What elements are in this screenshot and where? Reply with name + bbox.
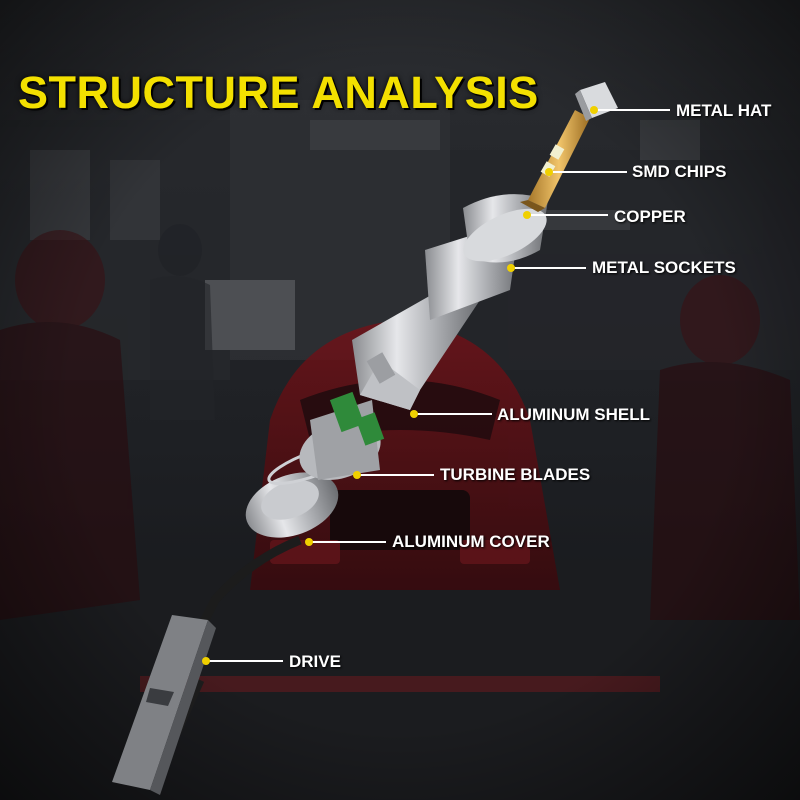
callout-label-smd-chips: SMD CHIPS [632, 162, 727, 181]
callout-dot-metal-sockets [507, 264, 515, 272]
turbine-blades-part [299, 391, 385, 480]
drive-module [112, 615, 216, 795]
callout-label-turbine-blades: TURBINE BLADES [440, 465, 591, 484]
callout-dot-copper [523, 211, 531, 219]
callout-label-metal-hat: METAL HAT [676, 101, 772, 120]
callout-dot-aluminum-cover [305, 538, 313, 546]
callout-dot-aluminum-shell [410, 410, 418, 418]
callout-label-drive: DRIVE [289, 652, 341, 671]
callout-dot-metal-hat [590, 106, 598, 114]
callout-label-aluminum-shell: ALUMINUM SHELL [497, 405, 650, 424]
callout-label-copper: COPPER [614, 207, 686, 226]
drive-cable [195, 535, 302, 633]
callout-label-metal-sockets: METAL SOCKETS [592, 258, 736, 277]
led-bulb-exploded-view [112, 82, 618, 795]
callout-label-aluminum-cover: ALUMINUM COVER [392, 532, 550, 551]
aluminum-shell-part [352, 220, 520, 410]
callout-dot-drive [202, 657, 210, 665]
callout-dot-turbine-blades [353, 471, 361, 479]
callout-lines [202, 106, 670, 665]
page-title: STRUCTURE ANALYSIS [18, 67, 539, 118]
callout-dot-smd-chips [545, 168, 553, 176]
copper-core-part [520, 110, 590, 212]
